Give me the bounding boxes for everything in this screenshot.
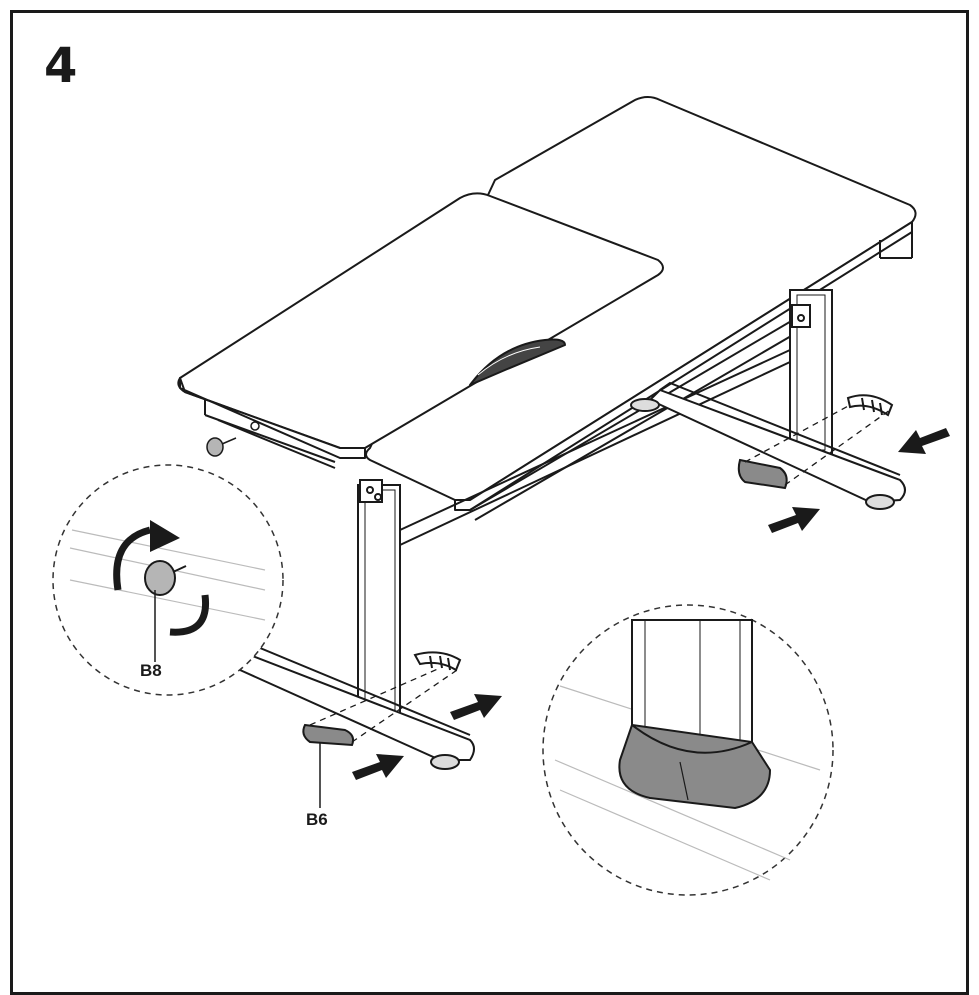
- clockwise-rotate-arrow-icon: [113, 526, 210, 636]
- foot-cap-front-left: [302, 723, 355, 747]
- guide-lines: [309, 404, 891, 743]
- bolt-b8-small: [206, 437, 237, 457]
- left-leg: [238, 479, 475, 770]
- part-label-b8: B8: [140, 661, 162, 680]
- detail-circle-b8: [52, 464, 284, 696]
- foot-cap-rear-right: [846, 394, 894, 417]
- foot-cap-front-right: [737, 458, 788, 490]
- step-number: 4: [44, 38, 78, 94]
- push-arrow-icon: [352, 428, 950, 780]
- foot-cap-rear-left: [413, 651, 462, 672]
- right-leg: [630, 289, 906, 510]
- detail-circle-foot-cap: [542, 604, 834, 896]
- part-label-b6: B6: [306, 810, 328, 829]
